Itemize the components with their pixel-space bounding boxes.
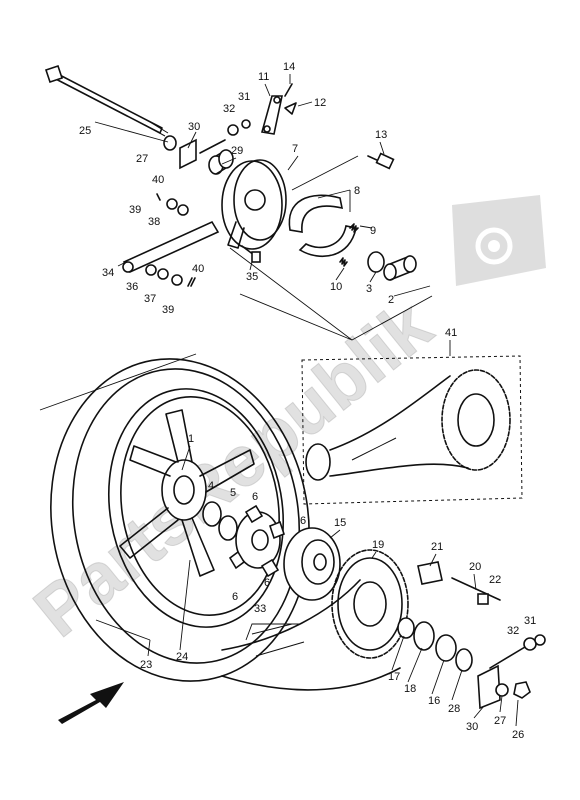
callout-27-a: 27 bbox=[136, 153, 148, 165]
callout-18: 18 bbox=[404, 683, 416, 695]
callout-40-b: 40 bbox=[192, 263, 204, 275]
callout-4: 4 bbox=[208, 480, 214, 492]
callout-labels: 1 2 3 4 5 6 6 6 6 7 8 9 10 11 12 13 14 1… bbox=[79, 61, 536, 741]
callout-34: 34 bbox=[102, 267, 114, 279]
callout-39-a: 39 bbox=[129, 204, 141, 216]
drive-chain-33 bbox=[221, 579, 401, 691]
axle-nut-26 bbox=[513, 681, 531, 699]
brake-shoe-plate-7 bbox=[221, 159, 287, 250]
callout-23: 23 bbox=[140, 659, 152, 671]
callout-19: 19 bbox=[372, 539, 384, 551]
front-direction-arrow-icon bbox=[58, 682, 124, 724]
washer-36 bbox=[145, 264, 157, 276]
collar-29 bbox=[208, 149, 234, 175]
driven-sprocket-19 bbox=[331, 549, 409, 659]
chain-kit-41 bbox=[301, 355, 523, 505]
collar-2 bbox=[383, 255, 417, 281]
washer-37 bbox=[157, 268, 169, 280]
leader-lines bbox=[117, 74, 519, 727]
callout-13: 13 bbox=[375, 129, 387, 141]
callout-6-d: 6 bbox=[232, 591, 238, 603]
callout-26: 26 bbox=[512, 729, 524, 741]
callout-37: 37 bbox=[144, 293, 156, 305]
callout-1: 1 bbox=[188, 433, 194, 445]
nut-32-lower bbox=[523, 637, 537, 651]
nut-32-upper bbox=[227, 124, 239, 136]
callout-2: 2 bbox=[388, 294, 394, 306]
clip-12 bbox=[284, 102, 297, 115]
callout-11: 11 bbox=[258, 71, 269, 83]
callout-10: 10 bbox=[330, 281, 342, 293]
callout-17: 17 bbox=[388, 671, 400, 683]
chain-adjuster-30-upper bbox=[179, 138, 197, 170]
camshaft-lever-11 bbox=[260, 95, 283, 135]
bolt-14 bbox=[284, 83, 293, 97]
nut-22 bbox=[477, 593, 489, 605]
callout-15: 15 bbox=[334, 517, 346, 529]
callout-12: 12 bbox=[314, 97, 326, 109]
oil-seal-16 bbox=[435, 634, 457, 662]
callout-33: 33 bbox=[254, 603, 266, 615]
callout-6-c: 6 bbox=[264, 577, 270, 589]
axle bbox=[44, 64, 169, 137]
callout-6-a: 6 bbox=[252, 491, 258, 503]
oil-seal-3 bbox=[367, 251, 385, 273]
rear-wheel-23 bbox=[50, 358, 310, 682]
callout-25: 25 bbox=[79, 125, 91, 137]
chain-adjuster-30-lower bbox=[477, 664, 501, 710]
callout-40-a: 40 bbox=[152, 174, 164, 186]
washer-38 bbox=[177, 204, 189, 216]
spring-10 bbox=[339, 257, 348, 267]
washer-31-upper bbox=[241, 119, 251, 129]
nut-39-upper bbox=[166, 198, 178, 210]
callout-38: 38 bbox=[148, 216, 160, 228]
callout-28: 28 bbox=[448, 703, 460, 715]
collar-28 bbox=[455, 648, 473, 672]
callout-31-a: 31 bbox=[238, 91, 250, 103]
washer-27-lower bbox=[495, 683, 509, 697]
callout-30-a: 30 bbox=[188, 121, 200, 133]
callout-30-b: 30 bbox=[466, 721, 478, 733]
spring-9 bbox=[349, 223, 359, 233]
callout-6-b: 6 bbox=[300, 515, 306, 527]
watermark-gear-icon bbox=[452, 195, 546, 286]
callout-5: 5 bbox=[230, 487, 236, 499]
driven-sprocket-hub-15 bbox=[283, 527, 341, 601]
callout-22: 22 bbox=[489, 574, 501, 586]
callout-8: 8 bbox=[354, 185, 360, 197]
bolt-lower-right bbox=[489, 643, 531, 669]
callout-14: 14 bbox=[283, 61, 295, 73]
pin-40-upper bbox=[156, 193, 161, 201]
bearing-4 bbox=[202, 501, 222, 527]
callout-21: 21 bbox=[431, 541, 443, 553]
callout-16: 16 bbox=[428, 695, 440, 707]
callout-35: 35 bbox=[246, 271, 258, 283]
pin-40-lower bbox=[187, 277, 196, 287]
callout-41: 41 bbox=[445, 327, 457, 339]
callout-39-b: 39 bbox=[162, 304, 174, 316]
brake-shoes-8 bbox=[288, 194, 357, 258]
bolt-upper bbox=[199, 139, 226, 154]
damper-6 bbox=[228, 504, 285, 578]
callout-31-b: 31 bbox=[524, 615, 536, 627]
callout-3: 3 bbox=[366, 283, 372, 295]
callout-32-a: 32 bbox=[223, 103, 235, 115]
callout-24: 24 bbox=[176, 651, 188, 663]
brake-cable-bolt-13 bbox=[367, 152, 395, 170]
callout-27-b: 27 bbox=[494, 715, 506, 727]
o-ring-5 bbox=[218, 515, 238, 541]
washer-31-lower bbox=[534, 634, 546, 646]
callout-7: 7 bbox=[292, 143, 298, 155]
callout-29: 29 bbox=[231, 145, 243, 157]
bearing-18 bbox=[413, 621, 435, 651]
washer-27-upper bbox=[163, 135, 177, 151]
callout-9: 9 bbox=[370, 225, 376, 237]
callout-32-b: 32 bbox=[507, 625, 519, 637]
collar-17 bbox=[397, 617, 415, 639]
nut-39-lower bbox=[171, 274, 183, 286]
callout-20: 20 bbox=[469, 561, 481, 573]
callout-36: 36 bbox=[126, 281, 138, 293]
